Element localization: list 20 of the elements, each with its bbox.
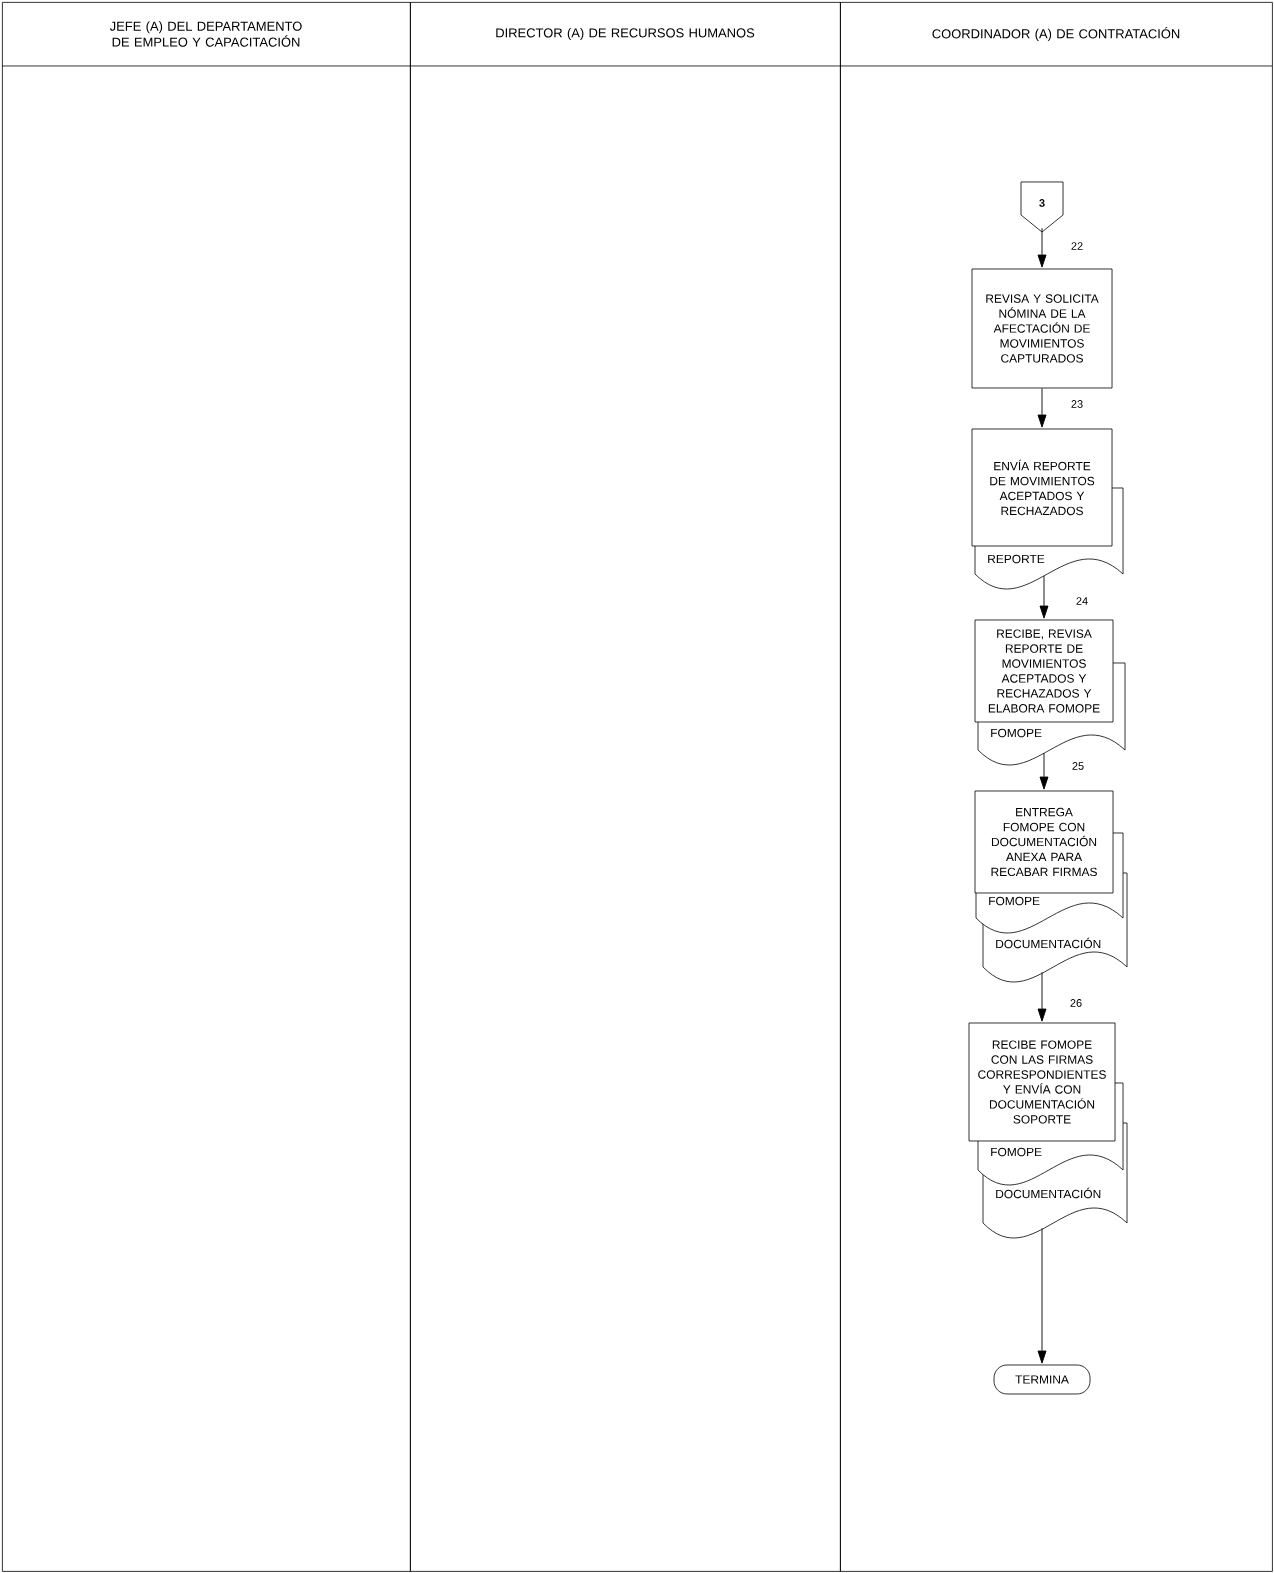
- process-box: ENVÍA REPORTE DE MOVIMIENTOS ACEPTADOS Y RECHAZADOS: [971, 428, 1113, 547]
- swimlane: JEFE (A) DEL DEPARTAMENTO DE EMPLEO Y CAPACITACIÓN: [2, 2, 411, 1572]
- process-box: REVISA Y SOLICITA NÓMINA DE LA AFECTACIÓN DE MOVIMIENTOS CAPTURADOS: [971, 268, 1113, 389]
- arrow: [1037, 227, 1047, 268]
- step-number: 26: [1070, 999, 1082, 1007]
- terminator: TERMINA: [993, 1364, 1091, 1395]
- step-number: 24: [1076, 597, 1088, 605]
- arrow: [1039, 575, 1049, 619]
- arrow: [1037, 971, 1047, 1022]
- process-box: ENTREGA FOMOPE CON DOCUMENTACIÓN ANEXA PARA RECABAR FIRMAS: [974, 790, 1114, 894]
- step-number: 23: [1071, 400, 1083, 408]
- process-box: RECIBE, REVISA REPORTE DE MOVIMIENTOS ACEPTADOS Y RECHAZADOS Y ELABORA FOMOPE: [974, 619, 1114, 723]
- arrow: [1037, 1227, 1047, 1364]
- arrow: [1037, 387, 1047, 428]
- swimlane: DIRECTOR (A) DE RECURSOS HUMANOS: [410, 2, 841, 1572]
- process-box: RECIBE FOMOPE CON LAS FIRMAS CORRESPONDIENTES Y ENVÍA CON DOCUMENTACIÓN SOPORTE: [968, 1022, 1116, 1142]
- step-number: 22: [1071, 242, 1083, 250]
- off-page-connector: 3: [1020, 181, 1064, 233]
- step-number: 25: [1072, 762, 1084, 770]
- arrow: [1039, 752, 1049, 790]
